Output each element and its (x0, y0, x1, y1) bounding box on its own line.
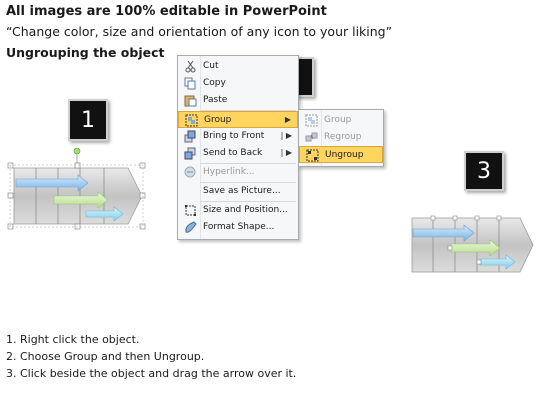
menu-item-hyperlink: Hyperlink... (178, 164, 298, 181)
menu-item-size-and-position[interactable]: Size and Position... (178, 202, 298, 219)
menu-separator (200, 163, 296, 164)
menu-item-label: Ungroup (325, 150, 364, 160)
ungroup-icon (306, 149, 319, 162)
menu-item-cut[interactable]: Cut (178, 58, 298, 75)
send-to-back-icon (184, 147, 197, 160)
object3-cyan-arrow (479, 254, 516, 270)
regroup-icon (305, 131, 318, 144)
menu-item-label: Format Shape... (203, 222, 275, 232)
group-icon (305, 114, 318, 127)
menu-item-paste[interactable]: Paste (178, 92, 298, 109)
menu-item-label: Copy (203, 78, 226, 88)
object1-green-arrow (53, 191, 109, 209)
page-title: All images are 100% editable in PowerPoi… (6, 4, 327, 19)
selection-handles (7, 162, 146, 230)
object3-blue-arrow (412, 224, 475, 242)
submenu-item-ungroup[interactable]: Ungroup (299, 146, 383, 163)
menu-item-bring-to-front[interactable]: Bring to Front | ▶ (178, 128, 298, 145)
menu-item-group[interactable]: Group ▶ (178, 111, 298, 128)
menu-item-label: Group (324, 115, 352, 125)
instruction-step-3: 3. Click beside the object and drag the … (6, 367, 297, 380)
object3-green-arrow (450, 239, 501, 257)
format-shape-icon (184, 221, 197, 234)
menu-separator (200, 182, 296, 183)
hyperlink-icon (184, 166, 197, 179)
context-menu: Cut Copy Paste Group ▶ Bring to Front | … (177, 55, 299, 240)
instruction-step-1: 1. Right click the object. (6, 333, 140, 346)
page-subtitle: “Change color, size and orientation of a… (6, 24, 393, 39)
menu-item-label: Cut (203, 61, 219, 71)
object3-handles (430, 215, 502, 265)
step-1-badge: 1 (68, 99, 108, 141)
instruction-step-2: 2. Choose Group and then Ungroup. (6, 350, 205, 363)
menu-separator (200, 110, 296, 111)
paste-icon (184, 94, 197, 107)
menu-gutter (321, 110, 322, 166)
object1-cyan-arrow (85, 206, 124, 222)
menu-item-label: Regroup (324, 132, 362, 142)
copy-icon (184, 77, 197, 90)
bring-to-front-icon (184, 130, 197, 143)
menu-item-label: Hyperlink... (203, 167, 255, 177)
menu-item-label: Send to Back (203, 148, 263, 158)
menu-item-copy[interactable]: Copy (178, 75, 298, 92)
menu-item-send-to-back[interactable]: Send to Back | ▶ (178, 145, 298, 162)
submenu-arrow-icon: ▶ (284, 115, 291, 124)
menu-item-label: Save as Picture... (203, 186, 281, 196)
group-icon (185, 114, 198, 127)
menu-separator (200, 201, 296, 202)
submenu-item-regroup: Regroup (299, 129, 383, 146)
instructions-list: 1. Right click the object. 2. Choose Gro… (6, 331, 296, 382)
rotation-handle (73, 147, 81, 155)
menu-item-label: Bring to Front (203, 131, 265, 141)
section-heading: Ungrouping the object (6, 45, 165, 60)
step-3-badge: 3 (464, 151, 504, 191)
object1-blue-arrow (15, 174, 89, 192)
menu-item-label: Paste (203, 95, 228, 105)
submenu-item-group: Group (299, 112, 383, 129)
group-submenu: Group Regroup Ungroup (298, 109, 384, 167)
menu-item-label: Group (204, 115, 232, 125)
submenu-arrow-icon: | ▶ (280, 148, 292, 157)
menu-gutter (200, 56, 201, 239)
submenu-arrow-icon: | ▶ (280, 131, 292, 140)
menu-item-format-shape[interactable]: Format Shape... (178, 219, 298, 236)
menu-item-label: Size and Position... (203, 205, 288, 215)
menu-item-save-as-picture[interactable]: Save as Picture... (178, 183, 298, 200)
scissors-icon (184, 60, 197, 73)
size-position-icon (184, 204, 197, 217)
